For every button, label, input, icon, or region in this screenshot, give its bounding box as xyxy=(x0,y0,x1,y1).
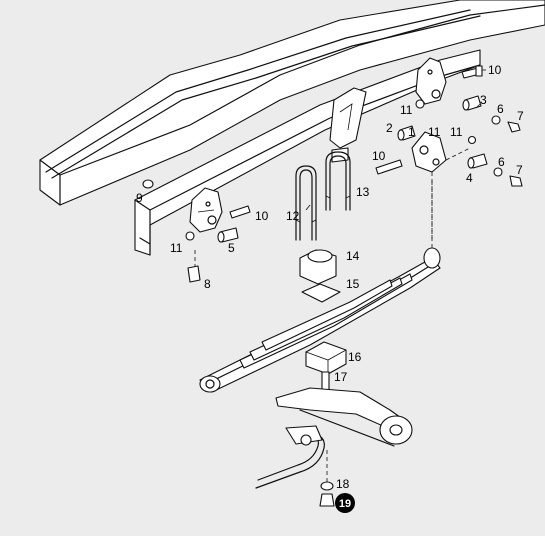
callout-11-a: 11 xyxy=(400,103,413,117)
rear-spring-hanger xyxy=(415,57,447,105)
callout-6-lower: 6 xyxy=(498,155,505,169)
bump-stopper xyxy=(329,87,367,163)
callout-11-d: 11 xyxy=(170,241,183,255)
leaf-spring xyxy=(199,180,441,393)
frame-rail xyxy=(39,0,545,256)
callout-19: 19 xyxy=(339,498,351,510)
callout-8: 8 xyxy=(204,277,211,291)
callout-10-mid: 10 xyxy=(372,149,386,163)
callout-11-c: 11 xyxy=(450,125,463,139)
spring-shackle xyxy=(411,131,471,240)
callout-10-left: 10 xyxy=(255,209,269,223)
callout-4: 4 xyxy=(466,171,473,185)
callout-14: 14 xyxy=(346,249,360,263)
callout-17: 17 xyxy=(334,370,348,384)
callout-18: 18 xyxy=(336,477,350,491)
leader-lines xyxy=(305,69,486,211)
callout-12: 12 xyxy=(286,209,300,223)
u-bolts xyxy=(295,151,351,241)
callout-7-upper: 7 xyxy=(517,109,524,123)
callout-16: 16 xyxy=(348,350,362,364)
callout-2: 2 xyxy=(386,121,393,135)
callout-labels: 10 3 6 7 11 2 1 11 11 10 6 7 4 9 13 12 1… xyxy=(136,63,524,513)
callout-13: 13 xyxy=(356,185,370,199)
callout-7-lower: 7 xyxy=(516,163,523,177)
callout-5: 5 xyxy=(228,241,235,255)
spring-seat-lower xyxy=(305,341,347,375)
callout-15: 15 xyxy=(346,277,360,291)
axle-seat-bracket xyxy=(275,371,413,447)
callout-10-upper: 10 xyxy=(488,63,502,77)
callout-11-b: 11 xyxy=(428,125,441,139)
spring-seat-upper xyxy=(299,249,341,303)
callout-3: 3 xyxy=(480,93,487,107)
stabilizer-bar xyxy=(255,425,335,507)
callout-1: 1 xyxy=(408,125,415,139)
front-spring-hanger xyxy=(189,187,223,233)
callout-9: 9 xyxy=(136,191,143,205)
callout-6-upper: 6 xyxy=(497,102,504,116)
callout-19-badge xyxy=(335,493,355,513)
left-small-parts xyxy=(142,179,251,283)
